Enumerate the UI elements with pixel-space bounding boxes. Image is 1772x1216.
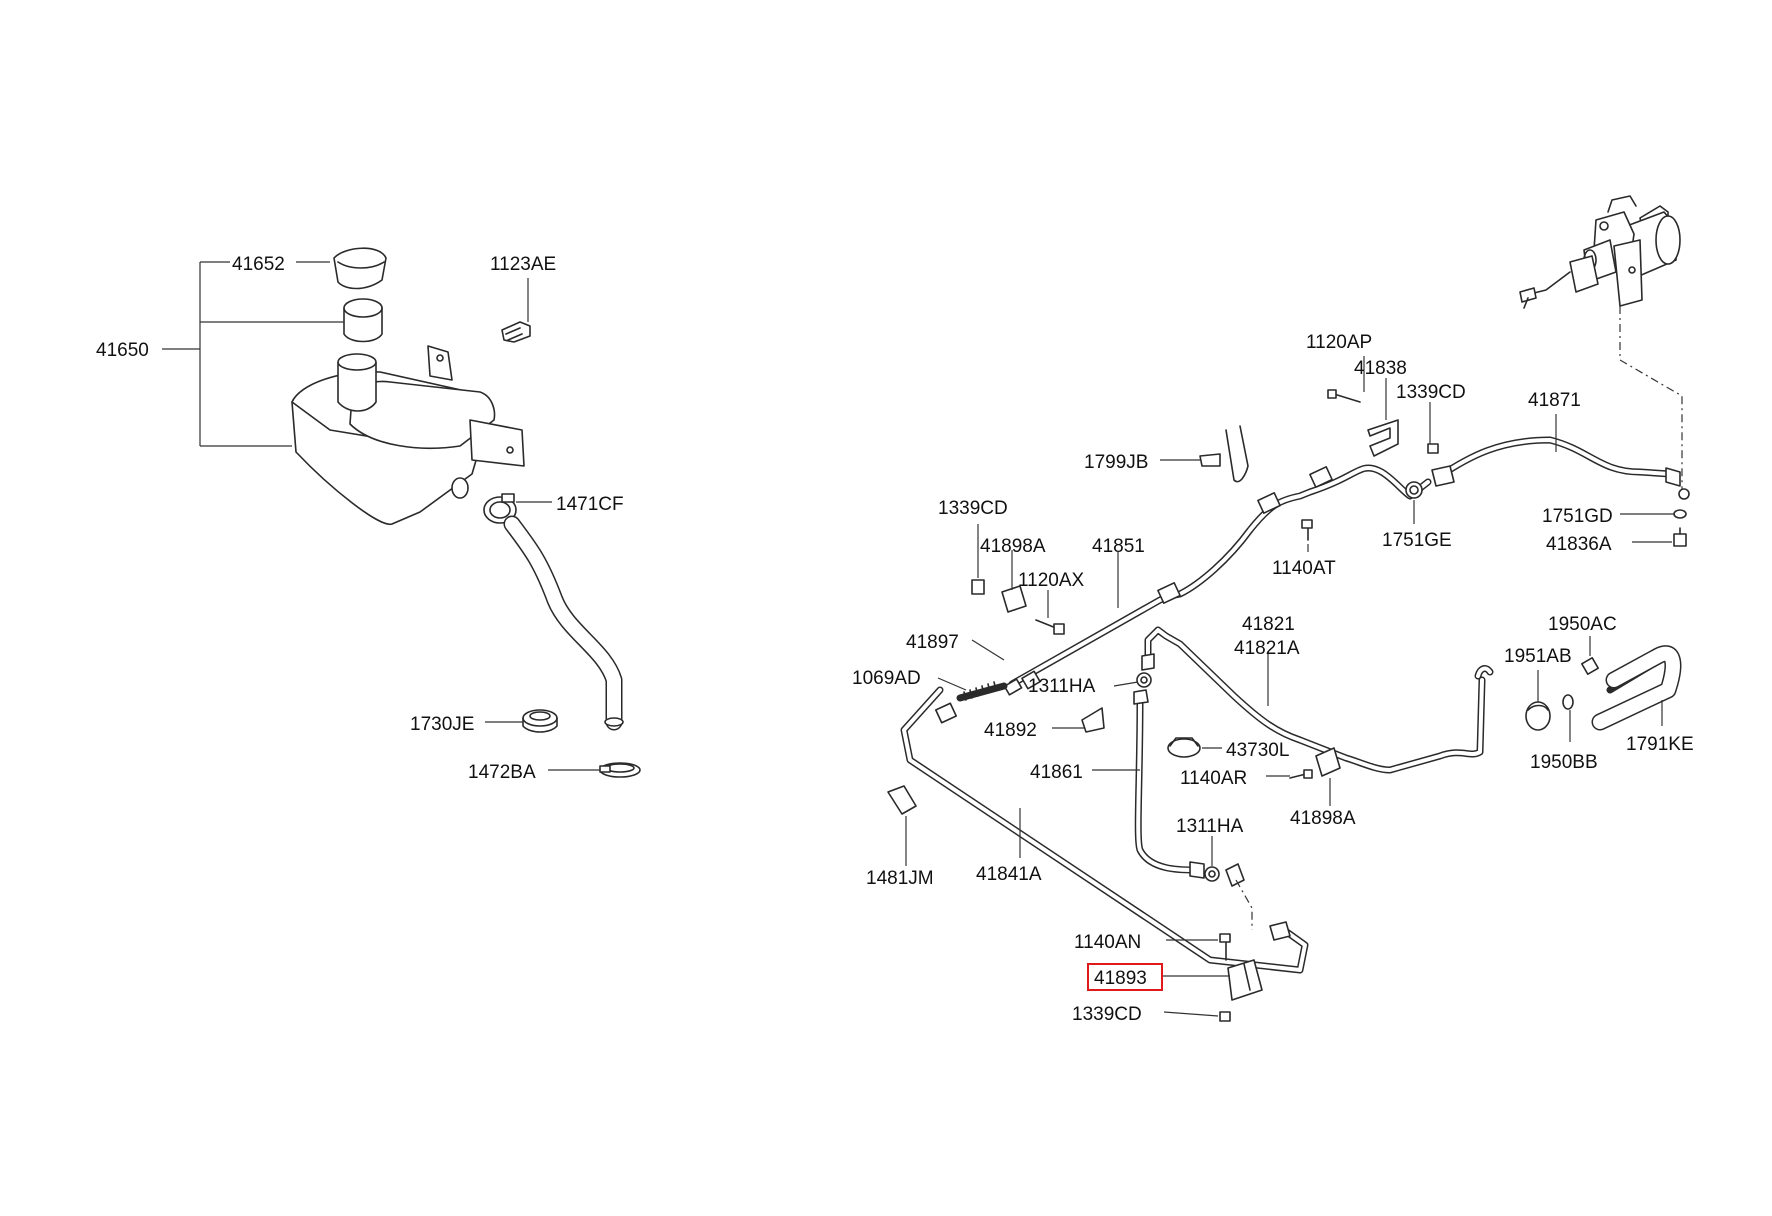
- label-41836a[interactable]: 41836A: [1546, 534, 1612, 555]
- label-41652[interactable]: 41652: [232, 254, 285, 275]
- bracket-41893[interactable]: [1227, 959, 1263, 1001]
- nut-1339cd-left[interactable]: [971, 579, 985, 595]
- fitting-41897[interactable]: [1003, 670, 1041, 696]
- label-1950bb[interactable]: 1950BB: [1530, 752, 1598, 773]
- label-1751gd[interactable]: 1751GD: [1542, 506, 1613, 527]
- hose-1791ke[interactable]: [1591, 645, 1682, 731]
- reservoir-cap[interactable]: [333, 247, 387, 290]
- bolt-1120ax[interactable]: [1035, 619, 1065, 635]
- clip-1481jm[interactable]: [887, 785, 917, 815]
- label-41898a-top[interactable]: 41898A: [980, 536, 1046, 557]
- cap-1951ab[interactable]: [1525, 701, 1551, 731]
- grommet-1730je[interactable]: [522, 709, 558, 733]
- fitting-1311ha-bottom[interactable]: [1204, 866, 1220, 882]
- grommet-43730l[interactable]: [1167, 737, 1201, 758]
- label-43730l[interactable]: 43730L: [1226, 740, 1289, 761]
- label-41821[interactable]: 41821: [1242, 614, 1295, 635]
- label-1311ha-top[interactable]: 1311HA: [1028, 676, 1096, 697]
- leader-41650: [162, 261, 344, 447]
- leader-1311ha-top: [1113, 681, 1139, 687]
- label-1950ac[interactable]: 1950AC: [1548, 614, 1617, 635]
- label-41841a[interactable]: 41841A: [976, 864, 1042, 885]
- label-1471cf[interactable]: 1471CF: [556, 494, 624, 515]
- reservoir-filter[interactable]: [343, 298, 383, 343]
- clip-upper-2[interactable]: [1309, 466, 1333, 488]
- label-1951ab[interactable]: 1951AB: [1504, 646, 1572, 667]
- reservoir-hose[interactable]: [503, 515, 624, 731]
- bolt-1140an[interactable]: [1219, 933, 1231, 961]
- leader-41897: [971, 639, 1005, 661]
- label-41650[interactable]: 41650: [96, 340, 149, 361]
- label-41871[interactable]: 41871: [1528, 390, 1581, 411]
- leader-1339cd-bottom: [1163, 1011, 1219, 1017]
- reservoir-tank[interactable]: [291, 345, 525, 525]
- label-41898a-bottom[interactable]: 41898A: [1290, 808, 1356, 829]
- washer-1751gd[interactable]: [1673, 509, 1687, 519]
- label-1730je[interactable]: 1730JE: [410, 714, 474, 735]
- nut-1339cd-bottom[interactable]: [1219, 1011, 1231, 1022]
- fitting-1751ge[interactable]: [1405, 481, 1423, 499]
- label-1339cd-top[interactable]: 1339CD: [1396, 382, 1466, 403]
- centerline-lower: [1235, 879, 1253, 930]
- label-1140ar[interactable]: 1140AR: [1180, 768, 1247, 789]
- clutch-hose-41861[interactable]: [1133, 689, 1205, 879]
- label-1069ad[interactable]: 1069AD: [852, 668, 921, 689]
- clip-41898a-top[interactable]: [1001, 585, 1027, 613]
- label-41892[interactable]: 41892: [984, 720, 1037, 741]
- label-41851[interactable]: 41851: [1092, 536, 1145, 557]
- bolt-1120ap[interactable]: [1327, 389, 1361, 403]
- label-1472ba[interactable]: 1472BA: [468, 762, 536, 783]
- bracket-41892[interactable]: [1081, 707, 1105, 733]
- bracket-41838[interactable]: [1367, 419, 1399, 457]
- label-1311ha-bottom[interactable]: 1311HA: [1176, 816, 1244, 837]
- clutch-tube-41851[interactable]: [1008, 464, 1432, 688]
- label-41821a[interactable]: 41821A: [1234, 638, 1300, 659]
- label-1140at[interactable]: 1140AT: [1272, 558, 1336, 579]
- label-1120ax[interactable]: 1120AX: [1018, 570, 1085, 591]
- clip-41898a-bottom[interactable]: [1315, 747, 1341, 777]
- label-1140an[interactable]: 1140AN: [1074, 932, 1141, 953]
- clip-upper-3[interactable]: [1157, 582, 1181, 604]
- label-41893[interactable]: 41893: [1094, 968, 1147, 989]
- connector-lower-right[interactable]: [1225, 863, 1245, 887]
- hook-1799jb[interactable]: [1199, 425, 1249, 483]
- label-41838[interactable]: 41838: [1354, 358, 1407, 379]
- clutch-tube-41841a[interactable]: [900, 686, 1309, 974]
- hose-clamp-1472ba[interactable]: [599, 762, 641, 778]
- clutch-hose-41871[interactable]: [1431, 436, 1690, 500]
- clip-upper-1[interactable]: [1257, 492, 1281, 514]
- clip-left-tube[interactable]: [934, 702, 958, 724]
- label-1799jb[interactable]: 1799JB: [1084, 452, 1148, 473]
- label-1339cd-left[interactable]: 1339CD: [938, 498, 1008, 519]
- clutch-master-cylinder[interactable]: [1519, 195, 1681, 309]
- label-1791ke[interactable]: 1791KE: [1626, 734, 1694, 755]
- nut-1339cd-top[interactable]: [1427, 443, 1439, 454]
- bolt-41836a[interactable]: [1673, 527, 1687, 547]
- label-41861[interactable]: 41861: [1030, 762, 1083, 783]
- leader-1069ad: [937, 677, 967, 691]
- label-1123ae[interactable]: 1123AE: [490, 254, 556, 275]
- fitting-1311ha-top[interactable]: [1136, 672, 1152, 688]
- label-1481jm[interactable]: 1481JM: [866, 868, 934, 889]
- label-41897[interactable]: 41897: [906, 632, 959, 653]
- label-1339cd-bottom[interactable]: 1339CD: [1072, 1004, 1142, 1025]
- fitting-1950ac[interactable]: [1581, 657, 1599, 675]
- tube-end-right[interactable]: [1474, 665, 1494, 680]
- bolt-1140at[interactable]: [1301, 519, 1313, 541]
- label-1751ge[interactable]: 1751GE: [1382, 530, 1452, 551]
- washer-1950bb[interactable]: [1562, 694, 1574, 710]
- bolt-1123ae[interactable]: [501, 321, 531, 343]
- hose-1069ad[interactable]: [956, 681, 1008, 702]
- highlight-box-41893: [1087, 963, 1163, 991]
- clutch-tube-41821[interactable]: [1141, 626, 1486, 774]
- bolt-1140ar[interactable]: [1289, 769, 1313, 779]
- centerline-master-cylinder: [1619, 306, 1683, 494]
- label-1120ap[interactable]: 1120AP: [1306, 332, 1372, 353]
